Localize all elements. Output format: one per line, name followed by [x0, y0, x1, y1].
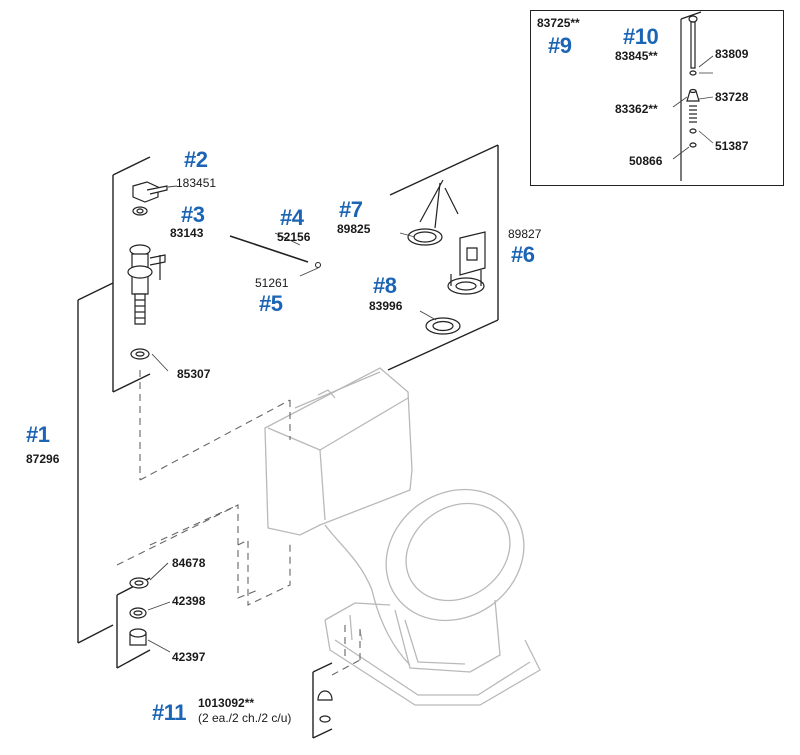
part-number-83996: 83996 — [369, 299, 403, 313]
part-number-52156: 52156 — [277, 230, 311, 244]
part-83143-seal — [133, 207, 147, 215]
ref-label-5: #5 — [259, 291, 283, 316]
part-number-87296: 87296 — [26, 452, 60, 466]
panel-11-frame — [313, 663, 332, 738]
part-84678-washer — [130, 578, 148, 588]
part-83996-gasket — [426, 318, 460, 334]
part-number-51387: 51387 — [715, 139, 749, 153]
ref-label-3: #3 — [181, 202, 205, 227]
part-number-183451: 183451 — [176, 176, 217, 190]
panel-1-frame — [78, 157, 150, 668]
ref-label-10: #10 — [623, 24, 659, 49]
ref-label-4: #4 — [280, 205, 304, 230]
ref-label-2: #2 — [184, 147, 208, 172]
panel-6-frame — [388, 145, 498, 370]
fill-valve — [128, 245, 165, 359]
part-number-50866: 50866 — [629, 154, 663, 168]
part-number-83845: 83845** — [615, 49, 658, 63]
part-42398-washer — [130, 608, 146, 618]
inset-drawing — [531, 11, 785, 187]
part-number-83143: 83143 — [170, 226, 204, 240]
ref-label-9: #9 — [548, 33, 572, 58]
inset-box-9-10: 83725** #9 #10 83845** 83809 83362** 837… — [530, 10, 784, 186]
part-number-51261: 51261 — [255, 276, 289, 290]
dashed-connectors — [117, 370, 360, 675]
ref-label-1: #1 — [26, 422, 50, 447]
part-number-83809: 83809 — [715, 47, 749, 61]
part-52156-rod — [230, 236, 321, 268]
part-number-89825: 89825 — [337, 222, 371, 236]
part-number-85307: 85307 — [177, 367, 211, 381]
toilet-illustration — [265, 368, 550, 705]
part-number-1013092: 1013092** — [198, 696, 255, 710]
ref-label-6: #6 — [511, 242, 535, 267]
part-number-42398: 42398 — [172, 594, 206, 608]
part-1013092-caps — [318, 691, 332, 722]
part-89827-flush-valve — [448, 232, 485, 294]
ref-label-8: #8 — [373, 273, 397, 298]
ref-label-11: #11 — [152, 700, 187, 725]
part-number-83728: 83728 — [715, 90, 749, 104]
part-number-89827: 89827 — [508, 227, 542, 241]
part-number-83725: 83725** — [537, 16, 580, 30]
part-number-42397: 42397 — [172, 650, 206, 664]
part-183451-cap — [133, 182, 167, 202]
part-number-84678: 84678 — [172, 556, 206, 570]
ref-label-7: #7 — [339, 197, 363, 222]
part-42397-nut — [130, 629, 146, 645]
leader-lines — [148, 186, 436, 652]
part-number-83362: 83362** — [615, 102, 658, 116]
part-number-1013092-note: (2 ea./2 ch./2 c/u) — [198, 711, 292, 725]
part-89825-flapper — [408, 180, 458, 245]
